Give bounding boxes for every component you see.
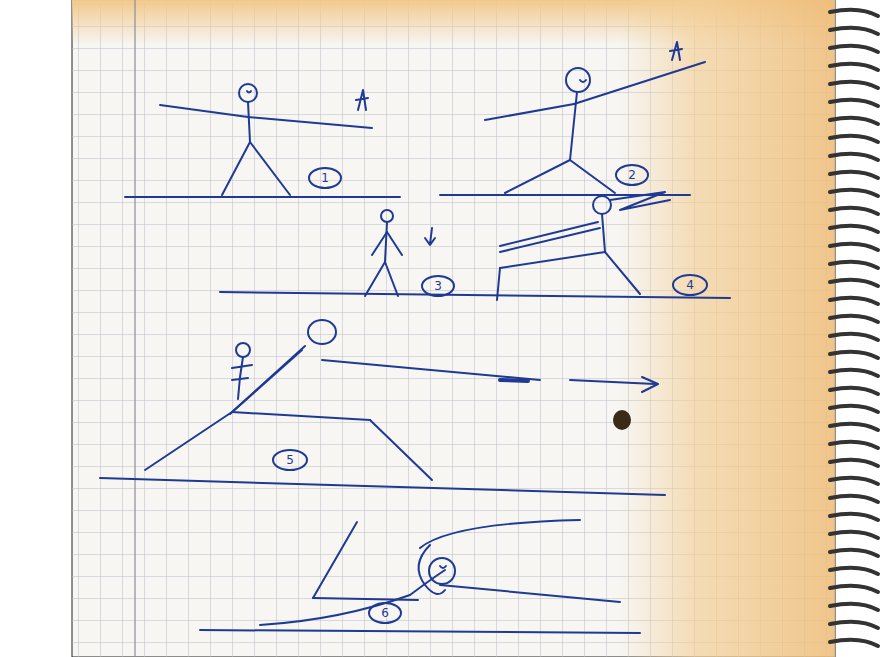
callout-number: 6 <box>381 607 389 619</box>
callout-number: 2 <box>628 169 636 181</box>
callout-number: 5 <box>286 454 294 466</box>
callout-number: 1 <box>321 172 329 184</box>
callout-number: 3 <box>434 280 442 292</box>
callout-number: 4 <box>686 279 694 291</box>
